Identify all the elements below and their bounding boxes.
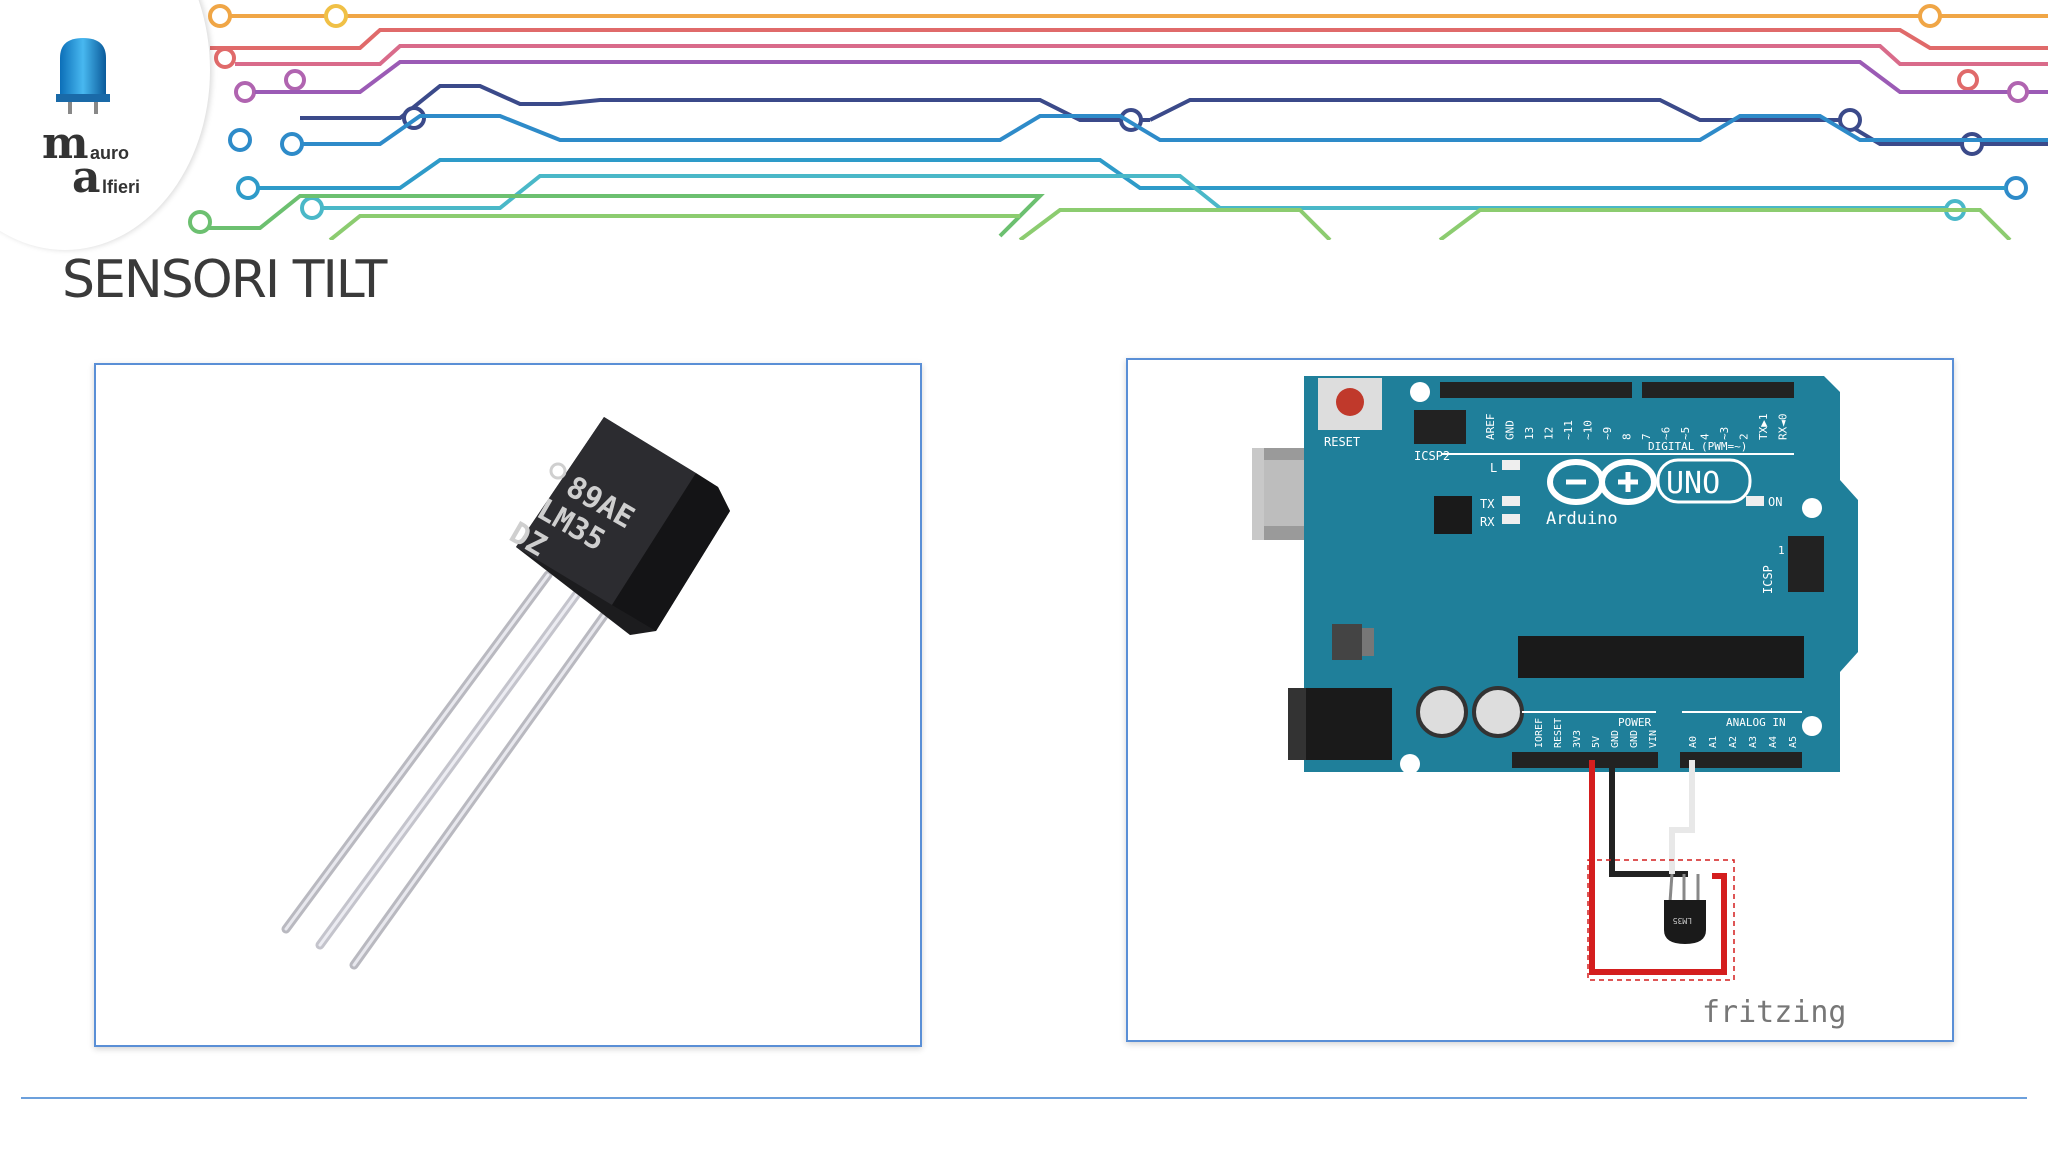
power-label: POWER [1618,716,1651,729]
led-on-label: ON [1768,495,1782,509]
led-tx-label: TX [1480,497,1495,511]
header-banner: m auro a lfieri [0,0,2048,250]
logo-text-lfieri: lfieri [102,177,141,197]
power-pin-label: IOREF [1534,718,1545,748]
power-pin-label: GND [1610,730,1621,748]
digital-pin-label: 8 [1621,433,1634,440]
digital-pin-label: AREF [1484,414,1497,441]
digital-header-label: DIGITAL (PWM=~) [1648,440,1747,453]
digital-pin-label: ~11 [1562,420,1575,440]
led-l-label: L [1490,461,1497,475]
icsp2-label: ICSP2 [1414,449,1450,463]
sensor-lm35-label: LM35 [1673,916,1692,925]
footer-divider [21,1097,2027,1099]
digital-pin-label: TX▶1 [1757,414,1770,441]
icsp-label: ICSP [1761,565,1775,594]
digital-pin-label: ~5 [1679,427,1692,440]
arduino-label: Arduino [1546,509,1618,529]
power-pin-label: RESET [1553,718,1564,748]
analog-pin-label: A5 [1788,736,1799,748]
logo-text-auro: auro [90,143,130,163]
digital-pin-label: ~10 [1582,420,1595,440]
digital-pin-label: 13 [1523,427,1536,440]
uno-label: UNO [1666,466,1720,501]
sensor-photo-panel: 89AE LM35 DZ [94,363,922,1047]
analog-pin-label: A4 [1768,736,1779,748]
digital-pin-label: ~9 [1601,427,1614,440]
led-rx-label: RX [1480,515,1495,529]
logo-initial-m: m [42,118,89,169]
fritzing-label: fritzing [1702,995,1847,1030]
digital-pin-label: GND [1504,420,1517,440]
logo: m auro a lfieri [36,36,176,206]
digital-pin-label: 2 [1738,433,1751,440]
icsp-pin1-label: 1 [1778,544,1785,557]
power-pin-label: VIN [1648,730,1659,748]
digital-pin-label: ~3 [1718,427,1731,440]
circuit-traces-graphic [188,4,2048,240]
led-icon [56,38,110,114]
power-pin-label: 5V [1591,736,1602,748]
digital-pin-label: 12 [1543,427,1556,440]
digital-pin-label: RX◄0 [1777,414,1790,441]
analog-pin-label: A0 [1688,736,1699,748]
logo-initial-a: a [72,152,101,203]
analog-pin-label: A1 [1708,736,1719,748]
digital-pin-label: 7 [1640,433,1653,440]
reset-label: RESET [1324,435,1360,449]
digital-pin-label: 4 [1699,433,1712,440]
analog-in-label: ANALOG IN [1726,716,1786,729]
power-pin-label: GND [1629,730,1640,748]
analog-pin-label: A3 [1748,736,1759,748]
slide-title: SENSORI TILT [62,250,387,310]
digital-pin-label: ~6 [1660,427,1673,440]
lm35-sensor-photo: 89AE LM35 DZ [281,417,730,970]
analog-pin-label: A2 [1728,736,1739,748]
power-pin-label: 3V3 [1572,730,1583,748]
